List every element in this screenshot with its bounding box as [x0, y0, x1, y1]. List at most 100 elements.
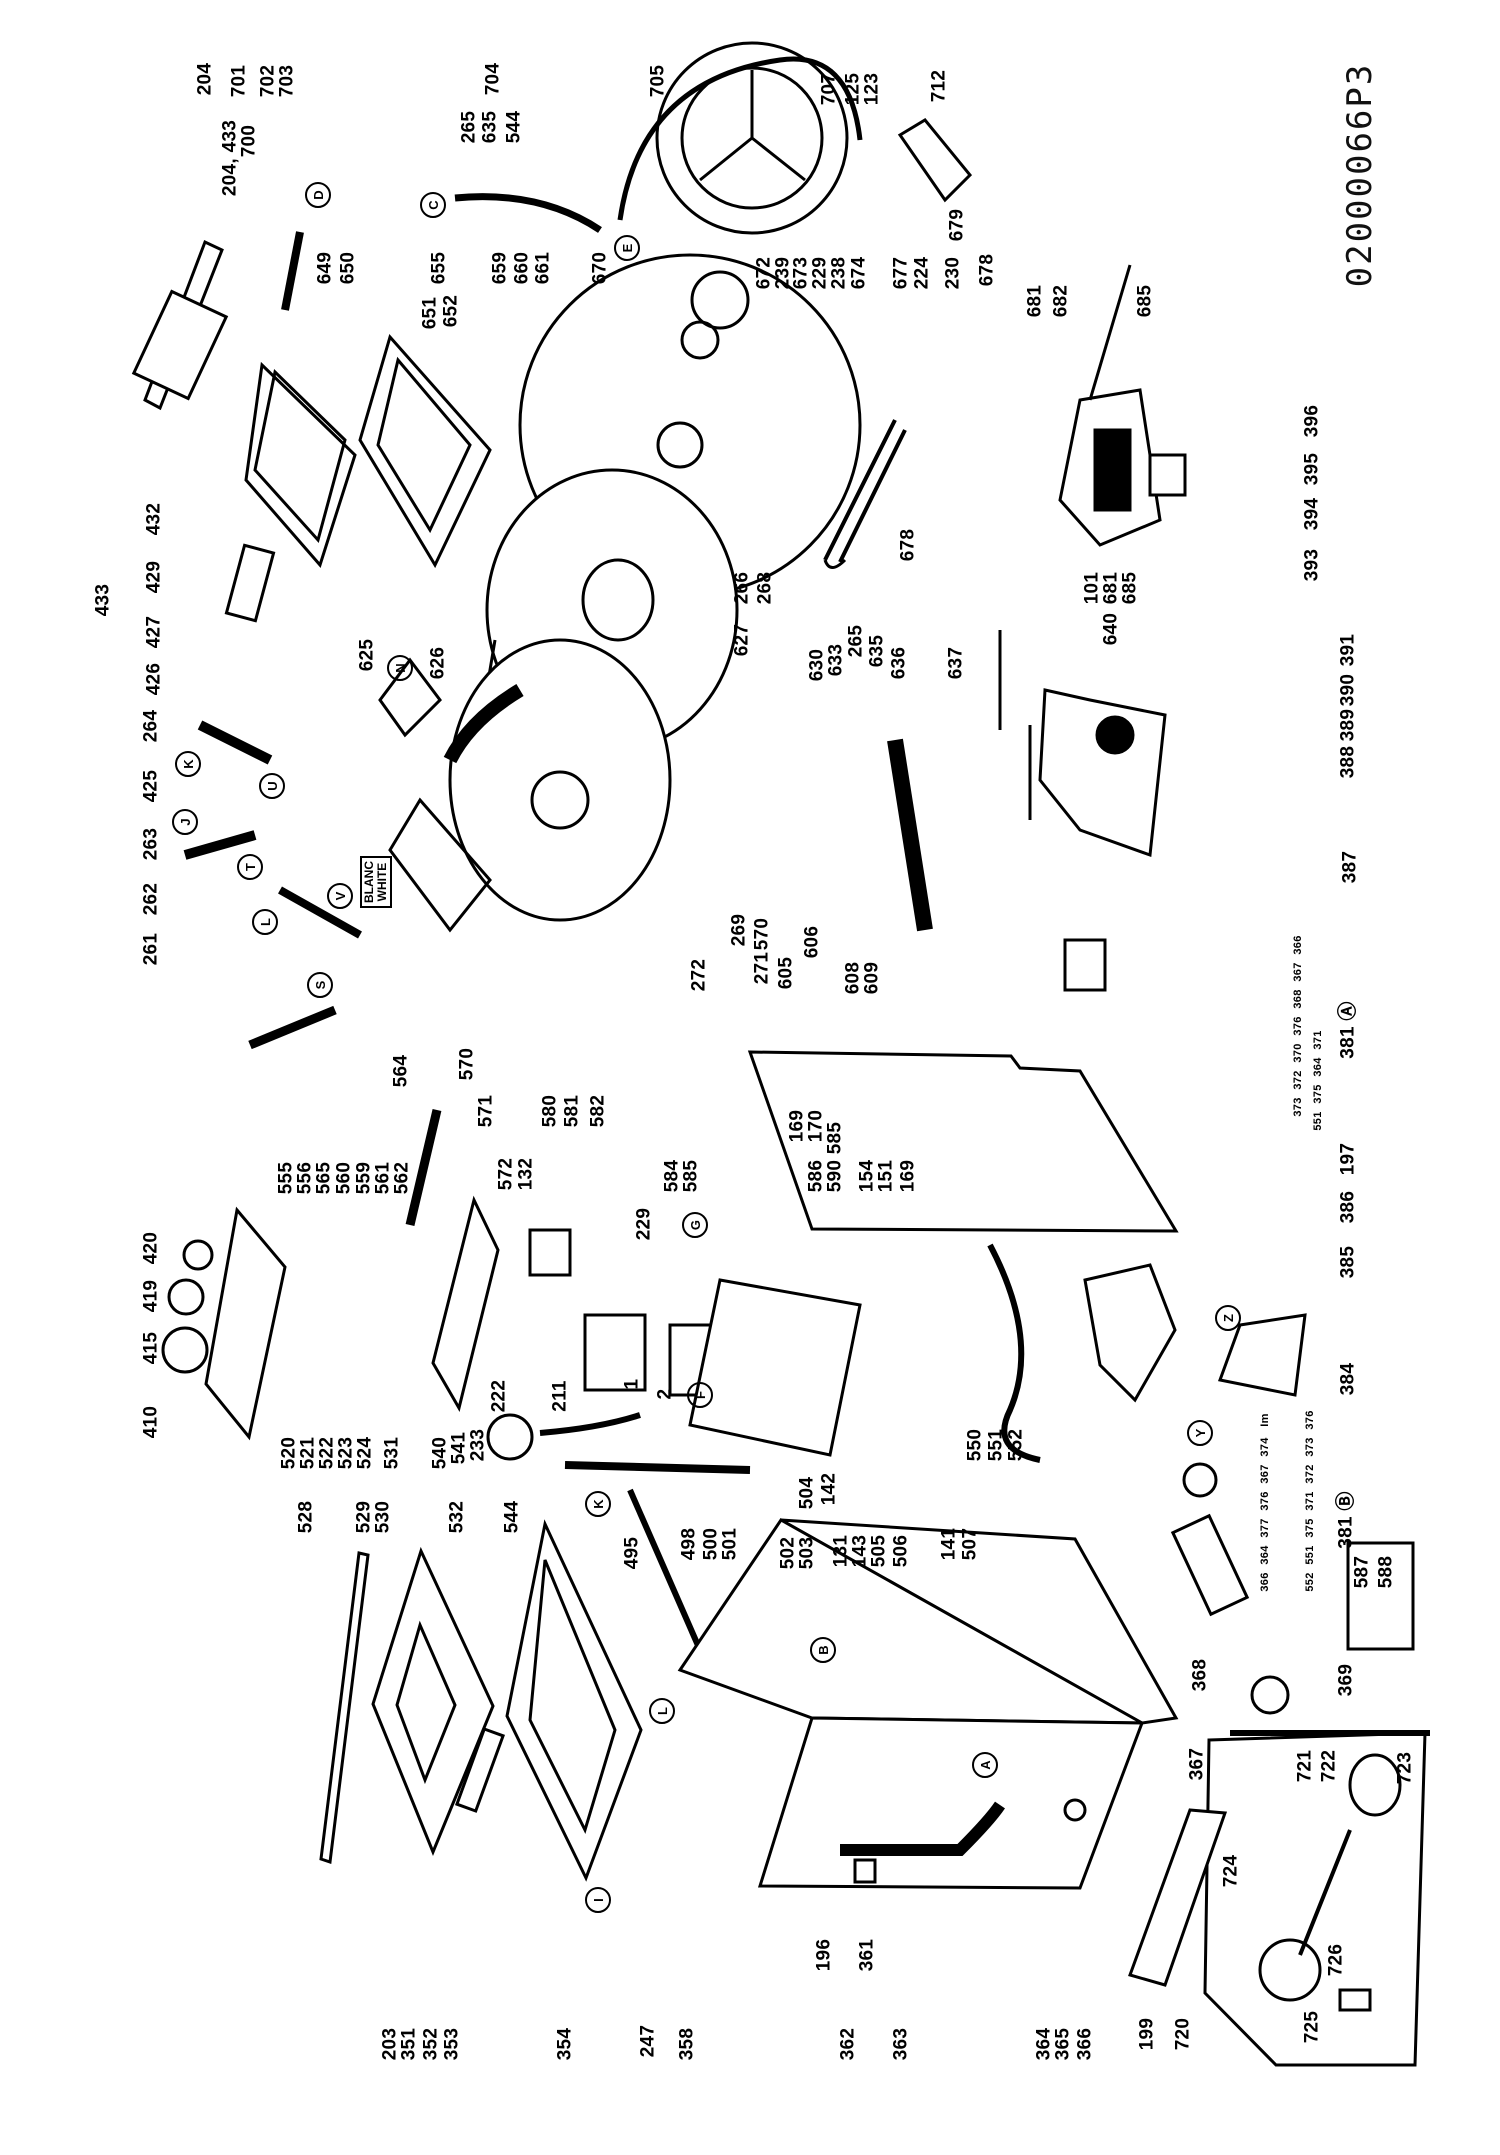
part-label: 561 — [372, 1161, 394, 1195]
part-label: 415 — [140, 1331, 162, 1365]
part-label: 636 — [888, 646, 910, 680]
callout-marker: N — [387, 655, 413, 681]
part-label: 570 — [751, 917, 773, 951]
kit-a-label: 370 — [1292, 1043, 1304, 1063]
grommet-364 — [1063, 1798, 1087, 1822]
part-label: 655 — [428, 251, 450, 285]
part-label: 580 — [539, 1094, 561, 1128]
drawing-code: 02000066P3 — [1340, 62, 1380, 288]
part-label: 552 — [1005, 1428, 1027, 1462]
part-label: 505 — [868, 1534, 890, 1568]
dispenser-frame-part — [358, 333, 492, 569]
part-label: 588 — [1375, 1555, 1397, 1589]
part-label: 247 — [637, 2024, 659, 2058]
part-label: 366 — [1074, 2027, 1096, 2061]
timer-1-part — [583, 1313, 647, 1392]
part-label: 395 — [1301, 452, 1323, 486]
part-label: 381 Ⓑ — [1335, 1491, 1357, 1549]
part-label: 585 — [680, 1159, 702, 1193]
part-label: 354 — [554, 2027, 576, 2061]
callout-marker: J — [172, 809, 198, 835]
label-plate-361 — [853, 1858, 877, 1884]
drain-hose-part — [887, 738, 933, 932]
shock-absorber-263 — [183, 830, 257, 860]
tub-lip-part — [388, 797, 492, 933]
part-label: 351 — [398, 2027, 420, 2061]
lamp-part — [486, 1413, 534, 1461]
part-label: 199 — [1136, 2017, 1158, 2051]
strip-part — [405, 1108, 442, 1227]
part-label: 606 — [801, 925, 823, 959]
part-label: 362 — [837, 2027, 859, 2061]
part-label: 502 — [777, 1536, 799, 1570]
control-panel-part — [204, 1206, 287, 1441]
part-label: 532 — [446, 1500, 468, 1534]
kit-b-label: 372 — [1304, 1464, 1316, 1484]
part-label: 703 — [276, 64, 298, 98]
bracket-part — [897, 118, 973, 203]
part-label: 429 — [143, 560, 165, 594]
part-label: 268 — [754, 571, 776, 605]
part-label: 385 — [1337, 1245, 1359, 1279]
part-label: 681 — [1024, 284, 1046, 318]
top-panel-203 — [319, 1551, 370, 1865]
callout-marker: S — [307, 972, 333, 998]
part-label: 570 — [456, 1047, 478, 1081]
part-label: 507 — [959, 1527, 981, 1561]
part-label: 387 — [1339, 850, 1361, 884]
kit-a-label: 366 — [1292, 935, 1304, 955]
cover-part — [1083, 1263, 1177, 1403]
part-label: 605 — [775, 956, 797, 990]
knob-419 — [167, 1278, 205, 1316]
part-label: 151 — [875, 1159, 897, 1193]
kit-b-label: 366 — [1259, 1572, 1271, 1592]
part-label: 712 — [928, 69, 950, 103]
filter-part — [1170, 1513, 1250, 1617]
belt-arc-part — [617, 56, 863, 221]
part-label: 123 — [861, 72, 883, 106]
callout-marker: C — [420, 192, 446, 218]
part-label: 433 — [92, 583, 114, 617]
part-label: 229 — [809, 256, 831, 290]
callout-marker: L — [649, 1698, 675, 1724]
part-label: 550 — [964, 1428, 986, 1462]
plate-part — [1217, 1313, 1307, 1397]
part-label: 504 — [796, 1476, 818, 1510]
drain-pipe-363 — [840, 1801, 1005, 1856]
part-label: 364 — [1033, 2027, 1055, 2061]
callout-marker: K — [585, 1491, 611, 1517]
part-label: 396 — [1301, 404, 1323, 438]
cabinet-front-panel — [757, 1716, 1145, 1890]
part-label: 101 — [1081, 571, 1103, 605]
part-label: 170 — [805, 1109, 827, 1143]
part-label: 521 — [297, 1436, 319, 1470]
part-label: 367 — [1186, 1747, 1208, 1781]
part-label: 238 — [828, 256, 850, 290]
belt-part — [454, 193, 602, 233]
part-label: 560 — [333, 1161, 355, 1195]
part-label: 1 — [621, 1378, 643, 1390]
part-label: 264 — [140, 709, 162, 743]
callout-marker: A — [972, 1752, 998, 1778]
part-label: 544 — [501, 1500, 523, 1534]
part-label: 388 — [1337, 745, 1359, 779]
part-label: 700 — [238, 124, 260, 158]
part-label: 389 — [1337, 708, 1359, 742]
callout-marker: F — [687, 1382, 713, 1408]
kit-b-label: 375 — [1304, 1518, 1316, 1538]
part-label: 197 — [1337, 1142, 1359, 1176]
rail-part — [627, 1488, 703, 1652]
part-label: 705 — [647, 64, 669, 98]
part-label: 670 — [589, 251, 611, 285]
kit-b-label: 371 — [1304, 1491, 1316, 1511]
pump-filter-part — [1182, 1462, 1218, 1498]
part-label: 196 — [813, 1938, 835, 1972]
part-label: 679 — [946, 208, 968, 242]
part-label: 224 — [911, 256, 933, 290]
part-label: 230 — [942, 256, 964, 290]
part-label: 368 — [1189, 1658, 1211, 1692]
color-badge: BLANC WHITE — [360, 856, 392, 908]
part-label: 724 — [1220, 1854, 1242, 1888]
capacitor-part — [1148, 453, 1187, 497]
